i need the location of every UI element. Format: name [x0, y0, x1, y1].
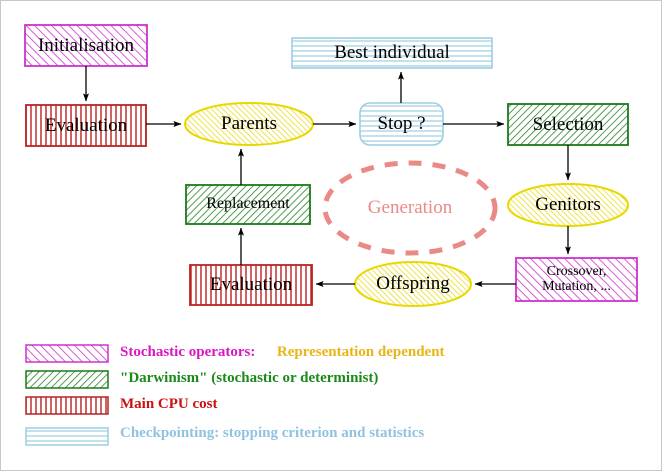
node-evaluation-bottom[interactable] [189, 264, 313, 306]
node-genitors[interactable] [507, 183, 629, 227]
legend-item-checkpointing: Checkpointing: stopping criterion and st… [120, 425, 425, 441]
legend-swatch-cpu-cost [25, 396, 109, 415]
legend-item-cpu-cost: Main CPU cost [120, 396, 218, 412]
node-generation [322, 160, 498, 256]
legend-stochastic-segment2: Representation dependent [276, 344, 445, 360]
node-initialisation[interactable] [24, 24, 148, 67]
node-crossover-mutation[interactable] [515, 257, 638, 302]
legend-item-darwinism: "Darwinism" (stochastic or determinist) [120, 370, 379, 386]
node-stop[interactable] [359, 102, 444, 146]
node-generation-label: Generation [367, 197, 453, 218]
node-evaluation-top[interactable] [25, 104, 147, 147]
legend-swatch-stochastic [25, 344, 109, 363]
legend-swatch-checkpointing [25, 427, 109, 446]
node-selection[interactable] [507, 103, 629, 146]
legend-swatch-darwinism [25, 370, 109, 389]
node-best-individual[interactable] [291, 37, 493, 69]
legend-stochastic-segment1: Stochastic operators: [120, 344, 256, 360]
node-offspring[interactable] [354, 261, 472, 307]
node-replacement[interactable] [185, 184, 311, 225]
legend-item-stochastic: Stochastic operators: Representation dep… [120, 344, 445, 361]
node-parents[interactable] [184, 102, 314, 146]
